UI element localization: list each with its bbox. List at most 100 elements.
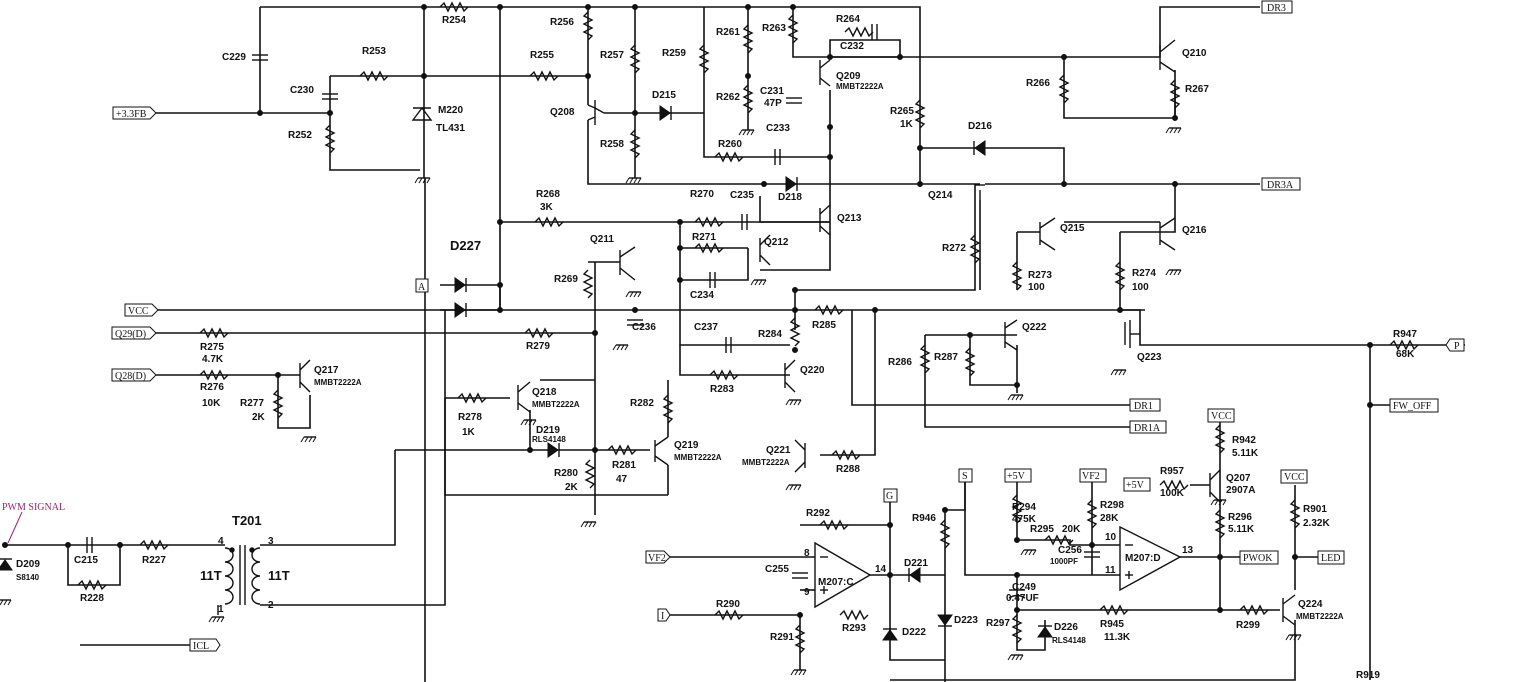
transformer-t201	[217, 545, 261, 615]
port-i: I	[657, 608, 671, 622]
svg-text:A: A	[418, 282, 426, 293]
label-r295: R295	[1030, 524, 1054, 535]
label-r291: R291	[770, 632, 794, 643]
label-r901: R901	[1303, 504, 1327, 515]
label-r298-value: 28K	[1100, 513, 1119, 524]
label-r947: R947	[1393, 329, 1417, 340]
label-m220: M220	[438, 105, 463, 116]
label-r261: R261	[716, 27, 740, 38]
component-labels: R254 R256 R261 R263 R264 C232 C229 R253 …	[2, 14, 1417, 681]
port-a: A	[415, 278, 429, 293]
port-pwok: PWOK	[1239, 550, 1279, 565]
label-d227: D227	[450, 238, 481, 253]
label-r286: R286	[888, 357, 912, 368]
label-r265: R265	[890, 106, 914, 117]
label-q224-type: MMBT2222A	[1296, 612, 1344, 621]
label-r277-value: 2K	[252, 412, 266, 423]
label-q218: Q218	[532, 387, 557, 398]
label-r259: R259	[662, 48, 686, 59]
label-r278-value: 1K	[462, 427, 476, 438]
label-r945: R945	[1100, 619, 1124, 630]
label-r275-value: 4.7K	[202, 354, 224, 365]
label-r942-value: 5.11K	[1232, 448, 1259, 459]
svg-text:DR1A: DR1A	[1134, 423, 1161, 434]
label-r254: R254	[442, 15, 466, 26]
label-r255: R255	[530, 50, 554, 61]
label-q208: Q208	[550, 107, 575, 118]
label-q218-type: MMBT2222A	[532, 400, 580, 409]
port-5v-r957: +5V	[1123, 477, 1151, 492]
port-3v3fb: +3.3FB	[112, 106, 157, 120]
label-q217: Q217	[314, 365, 339, 376]
label-r957-value: 100K	[1160, 488, 1185, 499]
svg-text:DR3: DR3	[1267, 3, 1286, 14]
label-r297: R297	[986, 618, 1010, 629]
label-r280: R280	[554, 468, 578, 479]
label-r260-top: R260	[718, 139, 742, 150]
label-r275: R275	[200, 342, 224, 353]
label-r278: R278	[458, 412, 482, 423]
label-q216: Q216	[1182, 225, 1207, 236]
label-r273: R273	[1028, 270, 1052, 281]
port-p: P	[1445, 338, 1465, 352]
label-11t-primary: 11T	[200, 568, 222, 583]
pwm-signal-pointer	[7, 511, 23, 544]
label-r957: R957	[1160, 466, 1184, 477]
label-d216: D216	[968, 121, 992, 132]
label-d226: D226	[1054, 622, 1078, 633]
label-pin-3: 3	[268, 536, 274, 547]
svg-text:VF2: VF2	[1082, 471, 1100, 482]
label-r257: R257	[600, 50, 624, 61]
label-c231-value: 47P	[764, 98, 782, 109]
label-pin-11: 11	[1105, 565, 1116, 576]
label-pin-13: 13	[1182, 545, 1194, 556]
label-c249: C249	[1012, 582, 1036, 593]
port-vf2-left: VF2	[645, 550, 671, 564]
label-c232: C232	[840, 41, 864, 52]
label-d226-type: RLS4148	[1052, 636, 1086, 645]
svg-text:Q28(D): Q28(D)	[115, 371, 146, 382]
label-pin-9: 9	[804, 587, 810, 598]
label-q213: Q213	[837, 213, 862, 224]
label-r262: R262	[716, 92, 740, 103]
svg-text:LED: LED	[1321, 553, 1340, 564]
label-q209: Q209	[836, 71, 861, 82]
label-q211: Q211	[590, 234, 614, 245]
svg-text:VCC: VCC	[128, 306, 149, 317]
port-5v-r294: +5V	[1004, 468, 1032, 483]
port-vf2-r298: VF2	[1079, 468, 1107, 483]
svg-text:PWOK: PWOK	[1243, 553, 1273, 564]
label-pin-10: 10	[1105, 532, 1117, 543]
label-c229: C229	[222, 52, 246, 63]
label-r294-value: 475K	[1012, 514, 1037, 525]
label-r272: R272	[942, 243, 966, 254]
label-q217-type: MMBT2222A	[314, 378, 362, 387]
junction-dots	[2, 4, 1373, 618]
label-r265-value: 1K	[900, 119, 914, 130]
wire-net	[5, 6, 1465, 682]
label-q215: Q215	[1060, 223, 1085, 234]
label-r276-value: 10K	[202, 398, 221, 409]
label-d222: D222	[902, 627, 926, 638]
label-r269: R269	[554, 274, 578, 285]
label-r281: R281	[612, 460, 636, 471]
label-t201: T201	[232, 513, 262, 528]
label-r293: R293	[842, 623, 866, 634]
label-d219: D219	[536, 425, 560, 436]
label-d223: D223	[954, 615, 978, 626]
svg-text:S: S	[962, 471, 968, 482]
svg-text:VCC: VCC	[1284, 472, 1305, 483]
port-q29d: Q29(D)	[111, 326, 157, 340]
port-vcc-q207: VCC	[1207, 408, 1235, 423]
label-r284: R284	[758, 329, 782, 340]
label-c230: C230	[290, 85, 314, 96]
capacitors	[86, 24, 1100, 599]
label-r263: R263	[762, 23, 786, 34]
label-r919: R919	[1356, 670, 1380, 681]
label-r258: R258	[600, 139, 624, 150]
port-vcc-left: VCC	[124, 303, 159, 317]
label-r290: R290	[716, 599, 740, 610]
svg-text:ICL: ICL	[193, 641, 209, 652]
svg-text:Q29(D): Q29(D)	[115, 329, 146, 340]
label-r274: R274	[1132, 268, 1156, 279]
